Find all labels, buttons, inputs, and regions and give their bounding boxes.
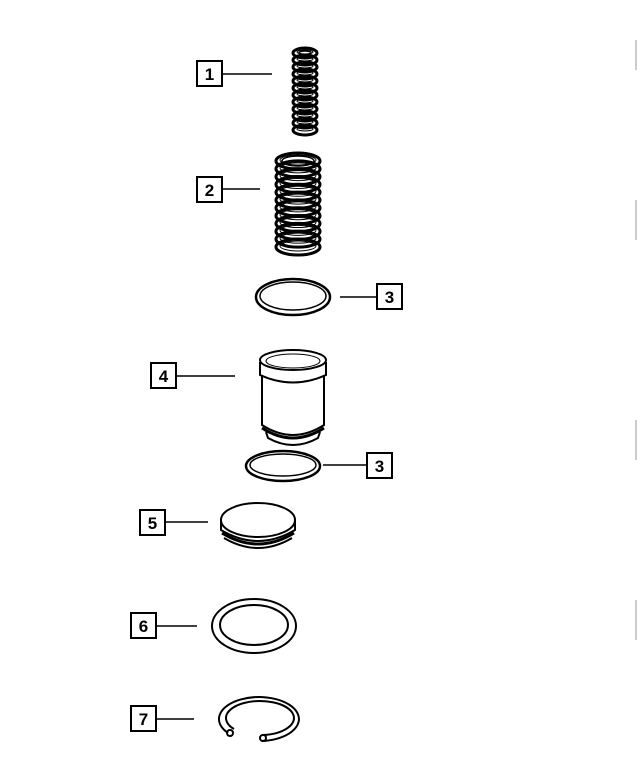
callout-seal-ring-upper: 3 <box>340 283 403 310</box>
callout-number: 4 <box>159 367 169 386</box>
callout-snap-ring: 7 <box>130 705 194 732</box>
seal-ring-lower <box>244 449 322 483</box>
callout-number: 1 <box>205 65 214 84</box>
large-spring <box>274 151 322 257</box>
snap-ring <box>217 696 300 742</box>
callout-number: 6 <box>139 617 148 636</box>
callout-number: 7 <box>139 710 148 729</box>
callout-seal-ring-lower: 3 <box>323 452 393 479</box>
o-ring <box>211 598 297 654</box>
callout-small-spring: 1 <box>196 60 272 87</box>
callout-o-ring: 6 <box>130 612 197 639</box>
callout-box <box>196 60 223 87</box>
callout-box <box>150 362 177 389</box>
callout-number: 3 <box>385 288 394 307</box>
callout-piston-sleeve: 4 <box>150 362 235 389</box>
piston <box>220 502 296 549</box>
callout-box <box>139 509 166 536</box>
callout-box <box>376 283 403 310</box>
callout-piston: 5 <box>139 509 208 536</box>
callout-box <box>366 452 393 479</box>
callout-number: 2 <box>205 181 214 200</box>
callout-number: 3 <box>375 457 384 476</box>
piston-sleeve <box>259 349 327 446</box>
callout-box <box>130 612 157 639</box>
callout-number: 5 <box>148 514 157 533</box>
seal-ring-upper <box>254 277 332 317</box>
callout-large-spring: 2 <box>196 176 260 203</box>
callout-box <box>130 705 157 732</box>
small-spring <box>291 46 319 137</box>
callout-box <box>196 176 223 203</box>
